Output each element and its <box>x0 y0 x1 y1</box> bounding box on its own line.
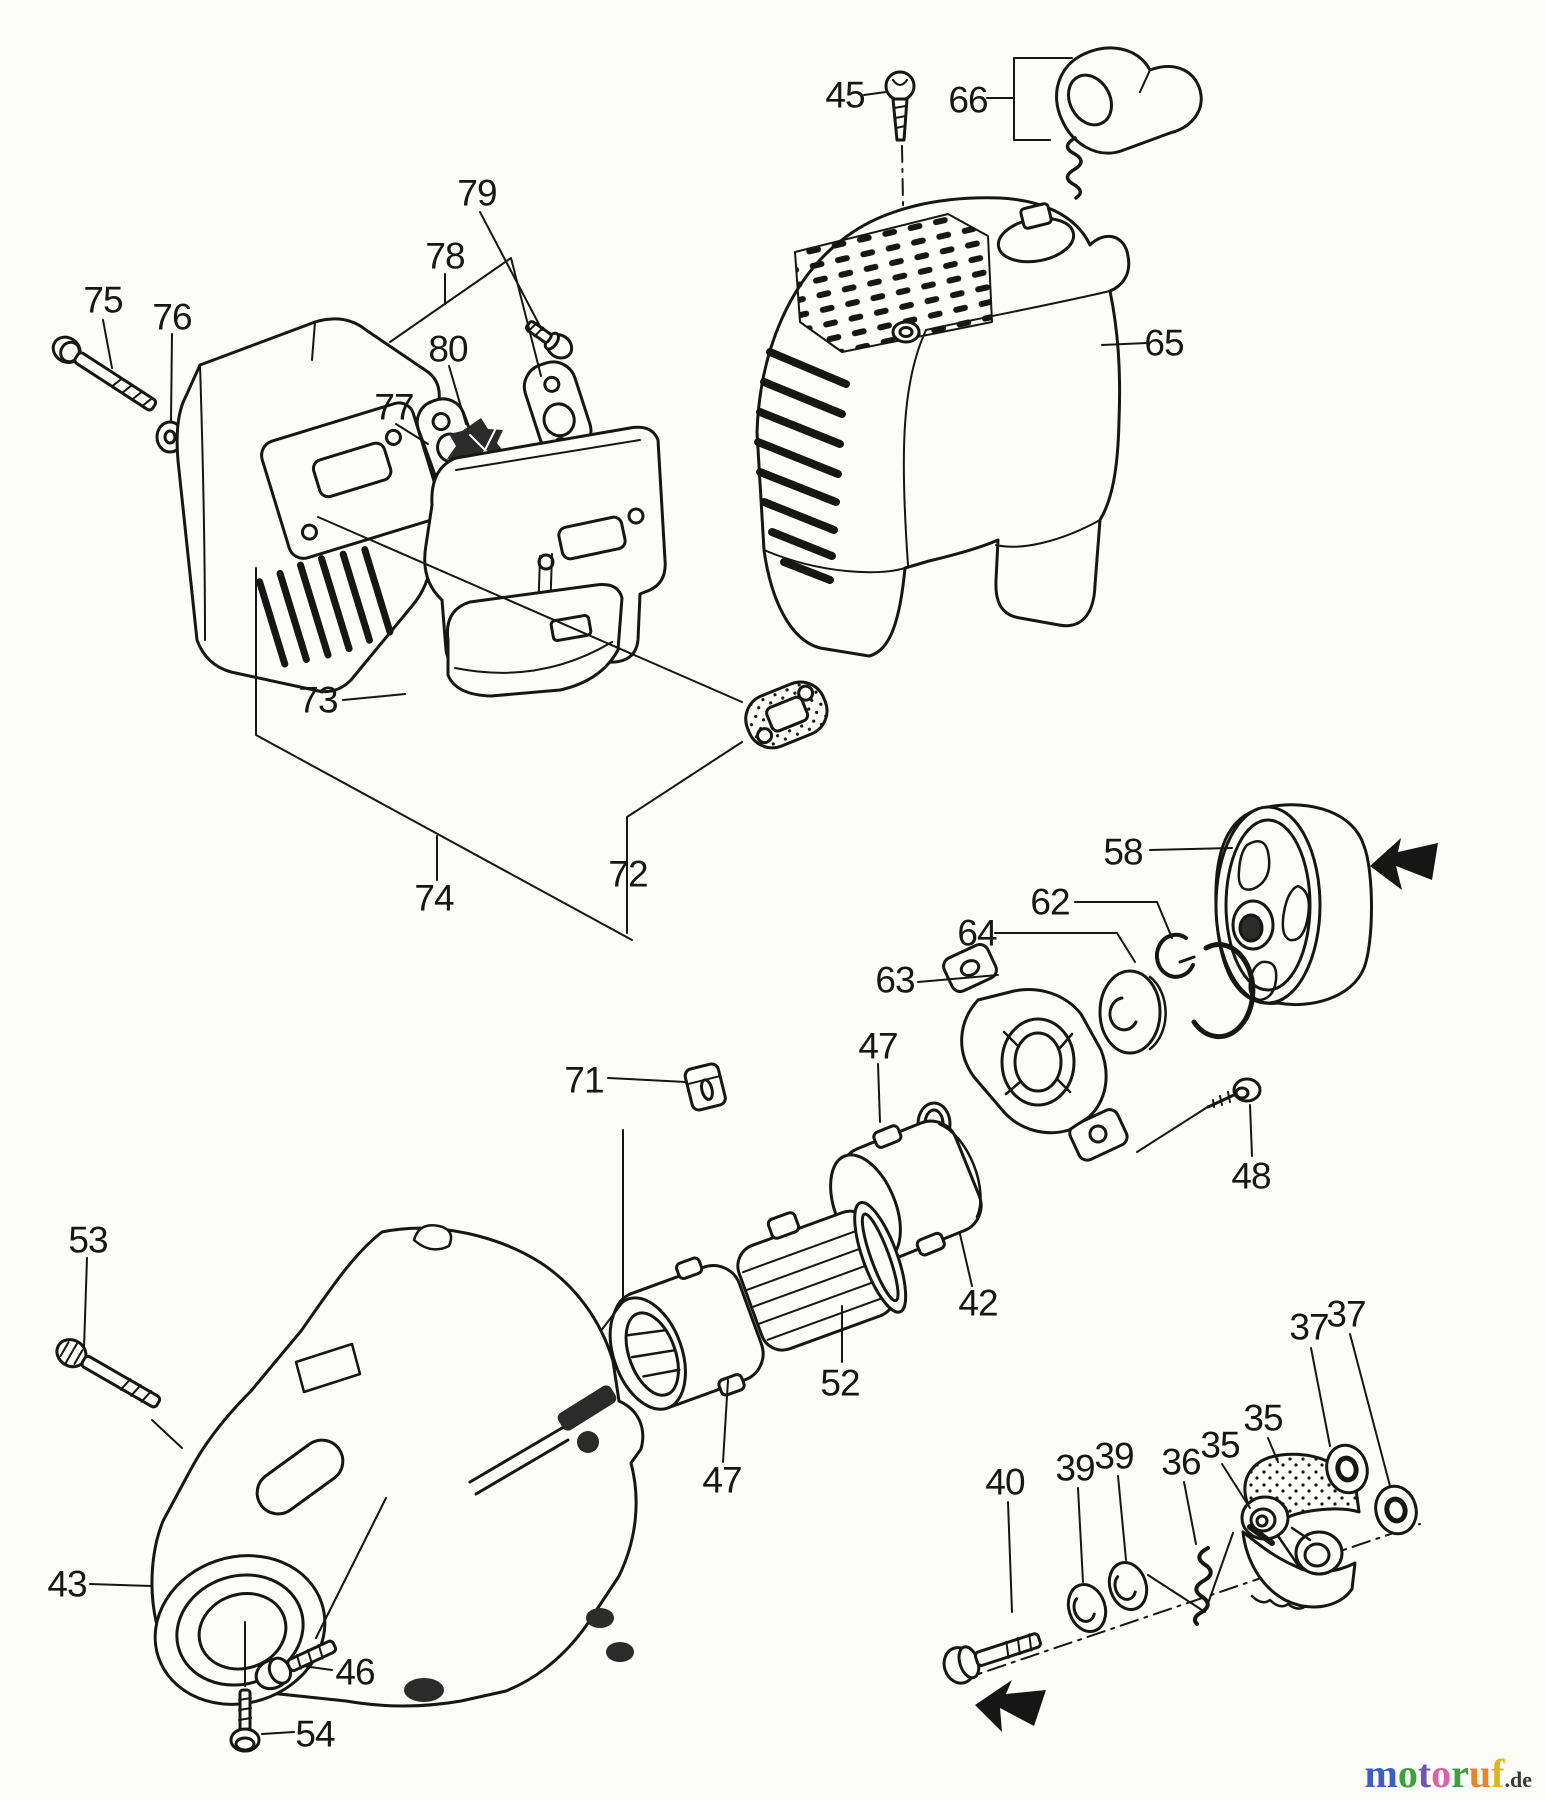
clutch-drum-58 <box>1214 803 1373 1007</box>
part-callout-43: 43 <box>47 1563 87 1605</box>
part-callout-65: 65 <box>1144 322 1184 364</box>
muffler-body <box>175 317 443 694</box>
collar-47-left <box>608 1256 765 1411</box>
heat-shield <box>423 425 667 698</box>
watermark-letter: t <box>1417 1751 1432 1796</box>
engine-cover-65 <box>754 196 1131 658</box>
part-callout-63: 63 <box>875 959 915 1001</box>
part-callout-42: 42 <box>958 1282 998 1324</box>
part-callout-45: 45 <box>825 74 865 116</box>
screw-48 <box>1206 1077 1262 1109</box>
direction-arrow-bottom <box>975 1680 1046 1732</box>
engine-cover-assembly <box>754 46 1203 658</box>
snap-ring <box>1191 942 1256 1040</box>
clutch-shoe-assembly <box>942 1333 1421 1732</box>
part-callout-71: 71 <box>564 1059 604 1101</box>
muffler-leader-lines <box>102 211 743 941</box>
muffler-assembly <box>51 211 829 941</box>
screw-54 <box>229 1688 261 1753</box>
part-callout-78: 78 <box>425 235 465 277</box>
clip-71 <box>683 1062 727 1112</box>
part-callout-39: 39 <box>1055 1447 1095 1489</box>
watermark-letter: r <box>1451 1751 1469 1796</box>
part-callout-64: 64 <box>957 912 997 954</box>
part-callout-48: 48 <box>1231 1155 1271 1197</box>
part-callout-66: 66 <box>948 79 988 121</box>
washer-37-right <box>1374 1484 1418 1536</box>
bolt-40 <box>942 1632 1042 1685</box>
part-callout-37: 37 <box>1289 1306 1329 1348</box>
part-callout-36: 36 <box>1161 1441 1201 1483</box>
part-callout-47: 47 <box>702 1459 742 1501</box>
part-callout-79: 79 <box>457 172 497 214</box>
bolt-53 <box>55 1338 162 1409</box>
bolt-75 <box>51 335 158 412</box>
part-callout-76: 76 <box>152 296 192 338</box>
part-callout-46: 46 <box>335 1651 375 1693</box>
watermark-letter: o <box>1397 1751 1418 1796</box>
circlip-62 <box>1154 932 1196 979</box>
watermark-letter: u <box>1468 1751 1492 1796</box>
part-callout-52: 52 <box>820 1362 860 1404</box>
direction-arrow-right <box>1370 838 1438 890</box>
shaft-assembly <box>599 1062 983 1463</box>
clutch-leader-lines <box>1007 1333 1391 1613</box>
part-callout-75: 75 <box>83 279 123 321</box>
bolt-46 <box>254 1639 338 1691</box>
part-callout-37: 37 <box>1326 1293 1366 1335</box>
part-callout-73: 73 <box>298 679 338 721</box>
clutch-carrier-63 <box>942 943 1129 1162</box>
part-callout-35: 35 <box>1243 1397 1283 1439</box>
watermark-letter: f <box>1491 1751 1505 1796</box>
bracket-66 <box>986 57 1073 141</box>
part-callout-35: 35 <box>1200 1424 1240 1466</box>
washer-39-left <box>1066 1583 1108 1633</box>
watermark-logo: motoruf.de <box>1365 1754 1533 1794</box>
screw-79 <box>524 320 574 360</box>
part-callout-74: 74 <box>414 877 454 919</box>
part-callout-72: 72 <box>608 853 648 895</box>
watermark-letter: m <box>1364 1751 1398 1796</box>
washer-39-right <box>1107 1561 1149 1611</box>
part-callout-80: 80 <box>428 328 468 370</box>
part-callout-39: 39 <box>1094 1435 1134 1477</box>
spring-36 <box>1192 1546 1213 1626</box>
part-callout-53: 53 <box>68 1219 108 1261</box>
screw-45 <box>884 70 916 319</box>
part-callout-58: 58 <box>1103 831 1143 873</box>
part-callout-77: 77 <box>374 386 414 428</box>
gasket-72 <box>744 680 829 750</box>
part-callout-62: 62 <box>1030 881 1070 923</box>
part-callout-40: 40 <box>985 1461 1025 1503</box>
clutch-drum-gear-52 <box>736 1201 908 1352</box>
watermark-suffix: .de <box>1504 1767 1533 1792</box>
part-callout-47: 47 <box>858 1025 898 1067</box>
washer-37-left <box>1325 1443 1369 1495</box>
cable-clamp <box>468 1385 617 1496</box>
fan-housing-assembly <box>55 1224 645 1753</box>
knob-66 <box>1055 46 1203 200</box>
part-callout-54: 54 <box>295 1713 335 1755</box>
washer-64 <box>1098 969 1167 1055</box>
clutch-drum-assembly <box>916 803 1438 1287</box>
watermark-letter: o <box>1431 1751 1452 1796</box>
spring-66 <box>1065 136 1083 200</box>
